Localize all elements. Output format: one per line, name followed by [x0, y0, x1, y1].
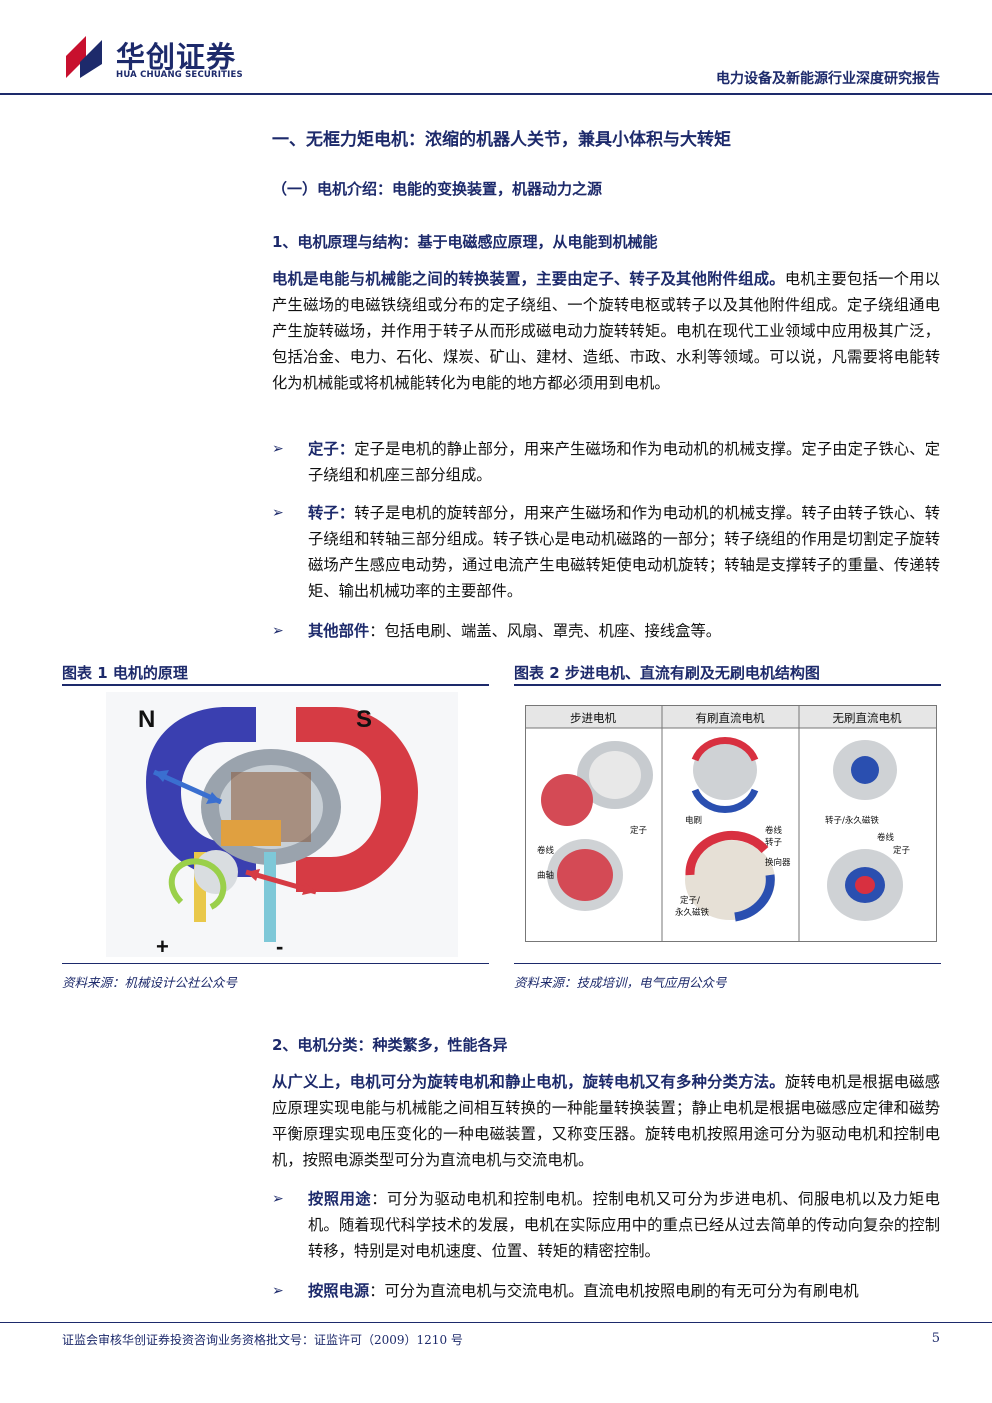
- paragraph-motor-intro: 电机是电能与机械能之间的转换装置，主要由定子、转子及其他附件组成。电机主要包括一…: [272, 266, 940, 396]
- footer-license: 证监会审核华创证券投资咨询业务资格批文号：证监许可（2009）1210 号: [62, 1333, 463, 1347]
- section-heading-principle: 1、电机原理与结构：基于电磁感应原理，从电能到机械能: [272, 233, 658, 251]
- label-stator: 定子: [630, 825, 648, 836]
- bullet-text: ：可分为直流电机与交流电机。直流电机按照电刷的有无可分为有刷电机: [369, 1282, 859, 1300]
- bullet-text: 转子是电机的旋转部分，用来产生磁场和作为电动机的机械支撑。转子由转子铁心、转子绕…: [308, 504, 940, 600]
- label-stator-brushless: 定子: [893, 845, 911, 856]
- bullet-arrow-icon: ➢: [272, 441, 284, 457]
- logo-en: HUA CHUANG SECURITIES: [116, 70, 243, 80]
- section-heading-2: （一）电机介绍：电能的变换装置，机器动力之源: [272, 180, 603, 198]
- bullet-by-power: ➢ 按照电源：可分为直流电机与交流电机。直流电机按照电刷的有无可分为有刷电机: [272, 1278, 940, 1304]
- figure1-bottom-rule: [62, 963, 489, 964]
- bullet-text: ：包括电刷、端盖、风扇、罩壳、机座、接线盒等。: [369, 622, 722, 640]
- label-shaft: 曲轴: [537, 870, 554, 881]
- paragraph-body: 旋转电机是根据电磁感应原理实现电能与机械能之间相互转换的一种能量转换装置；静止电…: [272, 1073, 940, 1169]
- paragraph-lead: 从广义上，电机可分为旋转电机和静止电机，旋转电机又有多种分类方法。: [272, 1073, 785, 1091]
- bullet-label: 定子：: [308, 440, 355, 458]
- label-s: S: [356, 706, 372, 733]
- bullet-rotor: ➢ 转子：转子是电机的旋转部分，用来产生磁场和作为电动机的机械支撑。转子由转子铁…: [272, 500, 940, 604]
- label-stator-magnet-2: 永久磁铁: [675, 907, 710, 918]
- label-stator-magnet-1: 定子/: [680, 895, 700, 906]
- rotation-arrow: [168, 858, 227, 910]
- logo-mark-icon: [66, 36, 102, 78]
- page-number: 5: [931, 1331, 940, 1346]
- company-logo: 华创证券 HUA CHUANG SECURITIES: [62, 34, 262, 82]
- figure1-source: 资料来源：机械设计公社公众号: [62, 975, 238, 990]
- bullet-by-usage: ➢ 按照用途：可分为驱动电机和控制电机。控制电机又可分为步进电机、伺服电机以及力…: [272, 1186, 940, 1264]
- bullet-stator: ➢ 定子：定子是电机的静止部分，用来产生磁场和作为电动机的机械支撑。定子由定子铁…: [272, 436, 940, 488]
- section-heading-classification: 2、电机分类：种类繁多，性能各异: [272, 1036, 508, 1054]
- label-coil-brushed: 卷线: [765, 825, 783, 836]
- label-rotor: 转子: [765, 837, 783, 848]
- report-title: 电力设备及新能源行业深度研究报告: [716, 71, 940, 87]
- header-divider: [0, 93, 992, 95]
- figure1-motor-principle-diagram: N S + -: [106, 692, 458, 957]
- column-brushed-dc: 有刷直流电机: [696, 711, 765, 725]
- bullet-text: 定子是电机的静止部分，用来产生磁场和作为电动机的机械支撑。定子由定子铁心、定子绕…: [308, 440, 940, 484]
- label-brush: 电刷: [685, 815, 702, 826]
- bullet-label: 其他部件: [308, 622, 370, 640]
- figure1-title: 图表 1 电机的原理: [62, 664, 188, 682]
- column-brushless-dc: 无刷直流电机: [833, 711, 902, 725]
- figure2-source: 资料来源：技成培训，电气应用公众号: [514, 975, 727, 990]
- label-n: N: [138, 706, 155, 733]
- magnet-s: [296, 707, 418, 892]
- logo-cn: 华创证券: [116, 40, 237, 74]
- bullet-arrow-icon: ➢: [272, 1191, 284, 1207]
- label-coil: 卷线: [537, 845, 555, 856]
- paragraph-body: 电机主要包括一个用以产生磁场的电磁铁绕组或分布的定子绕组、一个旋转电枢或转子以及…: [272, 270, 940, 392]
- bullet-label: 按照电源: [308, 1282, 370, 1300]
- bullet-arrow-icon: ➢: [272, 505, 284, 521]
- footer-divider: [0, 1322, 992, 1323]
- bullet-arrow-icon: ➢: [272, 1283, 284, 1299]
- paragraph-lead: 电机是电能与机械能之间的转换装置，主要由定子、转子及其他附件组成。: [272, 270, 785, 288]
- bullet-text: ：可分为驱动电机和控制电机。控制电机又可分为步进电机、伺服电机以及力矩电机。随着…: [308, 1190, 940, 1260]
- figure2-top-rule: [514, 684, 941, 686]
- bullet-other-parts: ➢ 其他部件：包括电刷、端盖、风扇、罩壳、机座、接线盒等。: [272, 618, 940, 644]
- label-plus: +: [156, 934, 169, 957]
- bullet-label: 按照用途: [308, 1190, 372, 1208]
- paragraph-classification: 从广义上，电机可分为旋转电机和静止电机，旋转电机又有多种分类方法。旋转电机是根据…: [272, 1069, 940, 1173]
- figure2-bottom-rule: [514, 963, 941, 964]
- section-heading-1: 一、无框力矩电机：浓缩的机器人关节，兼具小体积与大转矩: [272, 130, 731, 150]
- label-coil-brushless: 卷线: [877, 832, 895, 843]
- label-commutator: 换向器: [765, 857, 791, 868]
- column-stepper: 步进电机: [570, 711, 616, 725]
- magnet-n: [146, 707, 256, 877]
- figure1-top-rule: [62, 684, 489, 686]
- figure2-motor-structure-diagram: 步进电机 有刷直流电机 无刷直流电机 定子 卷线 曲轴 电刷 卷线 转子 换向器…: [525, 705, 937, 942]
- figure2-title: 图表 2 步进电机、直流有刷及无刷电机结构图: [514, 664, 820, 682]
- label-minus: -: [276, 934, 283, 957]
- label-rotor-magnet: 转子/永久磁铁: [825, 815, 879, 826]
- bullet-label: 转子：: [308, 504, 355, 522]
- bullet-arrow-icon: ➢: [272, 623, 284, 639]
